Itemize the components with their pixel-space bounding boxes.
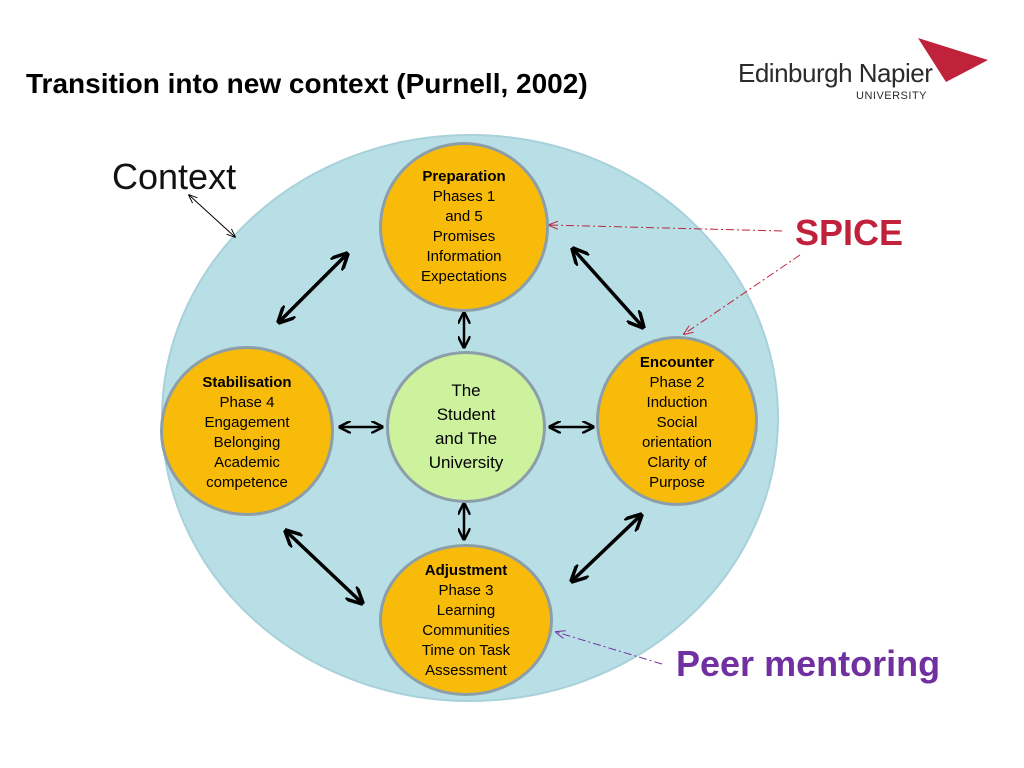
stabilisation-line: Belonging	[213, 434, 281, 451]
adjustment-line: Communities	[422, 622, 510, 639]
stabilisation-heading: Stabilisation	[202, 374, 292, 391]
arrow-adj-enc	[573, 516, 640, 580]
peer-pointer-adj	[556, 632, 663, 665]
center-line: and The	[434, 429, 498, 448]
encounter-line: Phase 2	[649, 374, 705, 391]
logo-flag-icon	[918, 38, 988, 82]
center-line: University	[428, 453, 504, 472]
adjustment-line: Assessment	[425, 662, 507, 679]
stabilisation-line: Academic	[214, 454, 280, 471]
arrow-stab-prep	[280, 255, 346, 321]
university-logo: Edinburgh Napier UNIVERSITY	[738, 38, 988, 102]
context-pointer-arrow	[189, 195, 235, 237]
peer-mentoring-label: Peer mentoring	[676, 643, 941, 684]
spice-pointer-enc	[684, 254, 801, 334]
center-line: Student	[436, 405, 496, 424]
arrow-prep-enc	[574, 250, 642, 326]
preparation-line: Information	[426, 248, 502, 265]
stabilisation-node: Stabilisation Phase 4 Engagement Belongi…	[160, 346, 334, 516]
preparation-line: Phases 1	[432, 188, 496, 205]
preparation-line: Promises	[432, 228, 496, 245]
logo-name: Edinburgh Napier	[738, 58, 933, 88]
context-label: Context	[112, 156, 237, 197]
stabilisation-line: Engagement	[204, 414, 290, 431]
encounter-node: Encounter Phase 2 Induction Social orien…	[596, 336, 758, 506]
adjustment-node: Adjustment Phase 3 Learning Communities …	[379, 544, 553, 696]
stabilisation-line: Phase 4	[219, 394, 275, 411]
preparation-line: Expectations	[421, 268, 507, 285]
adjustment-line: Phase 3	[438, 582, 494, 599]
encounter-heading: Encounter	[639, 354, 715, 371]
stabilisation-line: competence	[206, 474, 288, 491]
spice-label: SPICE	[795, 212, 904, 253]
encounter-line: Clarity of	[647, 454, 707, 471]
adjustment-heading: Adjustment	[424, 562, 508, 579]
adjustment-line: Time on Task	[421, 642, 511, 659]
adjustment-line: Learning	[436, 602, 496, 619]
student-university-node: The Student and The University	[386, 351, 546, 503]
encounter-line: Purpose	[649, 474, 705, 491]
logo-sub: UNIVERSITY	[856, 90, 928, 102]
preparation-heading: Preparation	[422, 168, 506, 185]
preparation-line: and 5	[445, 208, 483, 225]
arrow-stab-adj	[287, 532, 361, 602]
encounter-line: orientation	[641, 434, 713, 451]
preparation-node: Preparation Phases 1 and 5 Promises Info…	[379, 142, 549, 312]
slide-title: Transition into new context (Purnell, 20…	[26, 68, 588, 99]
encounter-line: Induction	[646, 394, 708, 411]
spice-pointer-prep	[549, 225, 783, 232]
encounter-line: Social	[656, 414, 698, 431]
center-line: The	[451, 381, 481, 400]
